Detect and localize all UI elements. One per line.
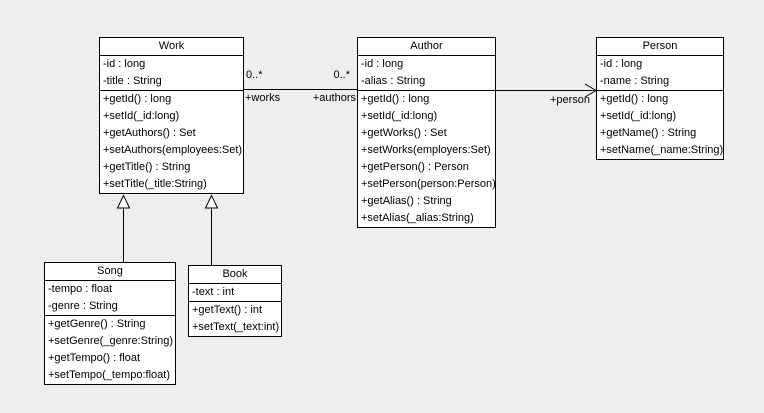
- method-row: +getId() : long: [361, 93, 430, 105]
- method-row: +getTempo() : float: [48, 352, 141, 364]
- method-row: +getName() : String: [600, 127, 697, 139]
- attribute-row: -id : long: [103, 58, 146, 70]
- role-label-works: +works: [245, 92, 281, 104]
- class-box-work[interactable]: Work -id : long -title : String +getId()…: [99, 37, 244, 194]
- attribute-row: -text : int: [192, 286, 235, 298]
- generalization-triangle-icon: [116, 194, 131, 209]
- method-row: +getText() : int: [192, 304, 263, 316]
- generalization-triangle-icon: [204, 194, 219, 209]
- method-row: +setPerson(person:Person): [361, 178, 495, 190]
- method-row: +setAlias(_alias:String): [361, 212, 474, 224]
- methods-compartment: +getGenre() : String +setGenre(_genre:St…: [45, 316, 175, 384]
- method-row: +getAlias() : String: [361, 195, 452, 207]
- method-row: +getId() : long: [103, 93, 172, 105]
- method-row: +setWorks(employers:Set): [361, 144, 491, 156]
- class-box-author[interactable]: Author -id : long -alias : String +getId…: [357, 37, 496, 228]
- method-row: +getGenre() : String: [48, 318, 146, 330]
- class-box-book[interactable]: Book -text : int +getText() : int +setTe…: [188, 265, 282, 337]
- attribute-row: -name : String: [600, 75, 670, 87]
- method-row: +setTitle(_title:String): [103, 178, 207, 190]
- methods-compartment: +getText() : int +setText(_text:int): [189, 302, 281, 336]
- attributes-compartment: -tempo : float -genre : String: [45, 281, 175, 316]
- method-row: +setGenre(_genre:String): [48, 335, 174, 347]
- class-box-person[interactable]: Person -id : long -name : String +getId(…: [596, 37, 724, 160]
- attribute-row: -id : long: [361, 58, 404, 70]
- attribute-row: -id : long: [600, 58, 643, 70]
- class-title: Book: [189, 266, 281, 284]
- method-row: +getPerson() : Person: [361, 161, 469, 173]
- methods-compartment: +getId() : long +setId(_id:long) +getAut…: [100, 91, 243, 193]
- multiplicity-label-work-end: 0..*: [246, 69, 263, 81]
- method-row: +setId(_id:long): [600, 110, 677, 122]
- method-row: +getId() : long: [600, 93, 669, 105]
- method-row: +setName(_name:String): [600, 144, 723, 156]
- attributes-compartment: -text : int: [189, 284, 281, 302]
- role-label-authors: +authors: [312, 92, 356, 104]
- attributes-compartment: -id : long -alias : String: [358, 56, 495, 91]
- attributes-compartment: -id : long -title : String: [100, 56, 243, 91]
- attribute-row: -alias : String: [361, 75, 426, 87]
- class-box-song[interactable]: Song -tempo : float -genre : String +get…: [44, 262, 176, 385]
- class-title: Person: [597, 38, 723, 56]
- method-row: +getTitle() : String: [103, 161, 191, 173]
- class-title: Song: [45, 263, 175, 281]
- method-row: +setId(_id:long): [361, 110, 438, 122]
- role-label-person: +person: [549, 94, 590, 106]
- class-title: Author: [358, 38, 495, 56]
- attributes-compartment: -id : long -name : String: [597, 56, 723, 91]
- method-row: +setTempo(_tempo:float): [48, 369, 170, 381]
- multiplicity-label-author-end: 0..*: [333, 69, 350, 81]
- method-row: +setText(_text:int): [192, 321, 280, 333]
- method-row: +getAuthors() : Set: [103, 127, 196, 139]
- attribute-row: -title : String: [103, 75, 162, 87]
- class-title: Work: [100, 38, 243, 56]
- methods-compartment: +getId() : long +setId(_id:long) +getWor…: [358, 91, 495, 227]
- attribute-row: -tempo : float: [48, 283, 113, 295]
- attribute-row: -genre : String: [48, 300, 118, 312]
- method-row: +setAuthors(employees:Set): [103, 144, 243, 156]
- methods-compartment: +getId() : long +setId(_id:long) +getNam…: [597, 91, 723, 159]
- method-row: +setId(_id:long): [103, 110, 180, 122]
- method-row: +getWorks() : Set: [361, 127, 447, 139]
